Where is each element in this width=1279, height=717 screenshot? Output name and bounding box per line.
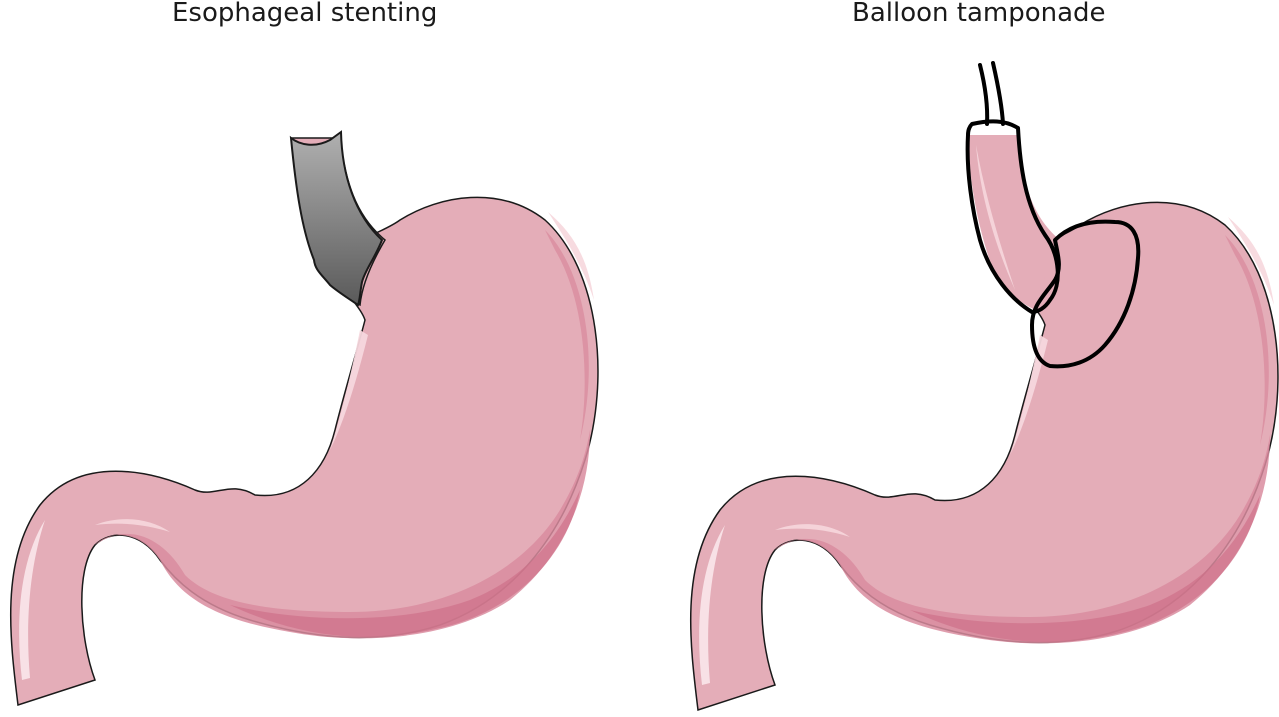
esophageal-stent xyxy=(289,130,384,307)
balloon-tamponade-device xyxy=(965,61,1141,369)
stomach-illustration-right xyxy=(689,135,1279,711)
panel-title-esophageal-stenting: Esophageal stenting xyxy=(172,0,438,28)
panel-title-balloon-tamponade: Balloon tamponade xyxy=(852,0,1106,28)
